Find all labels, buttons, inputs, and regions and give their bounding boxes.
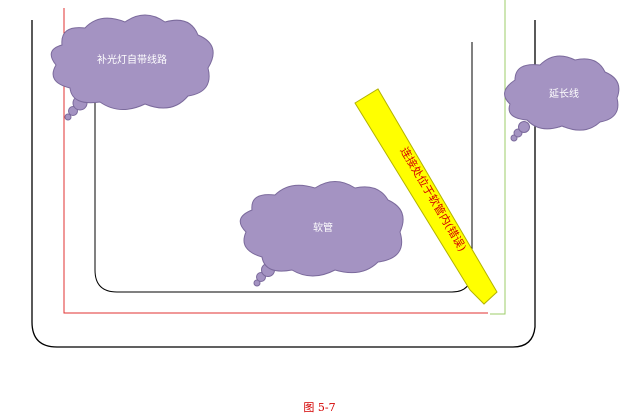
outer-channel-outline: [31, 20, 536, 348]
figure-caption: 图 5-7: [303, 401, 336, 414]
red-wire: [63, 8, 488, 314]
green-wire: [490, 0, 506, 315]
extension-wire-label: 延长线: [549, 87, 579, 100]
callout-cloud-hose: 软管: [239, 181, 404, 287]
error-note-text: 连接处位于软管内(错误): [397, 144, 469, 253]
hose-label: 软管: [313, 221, 333, 234]
fill-light-wiring-label: 补光灯自带线路: [97, 53, 167, 66]
callout-cloud-extension-wire: 延长线: [504, 55, 620, 142]
callout-cloud-fill-light-wiring: 补光灯自带线路: [50, 14, 214, 121]
